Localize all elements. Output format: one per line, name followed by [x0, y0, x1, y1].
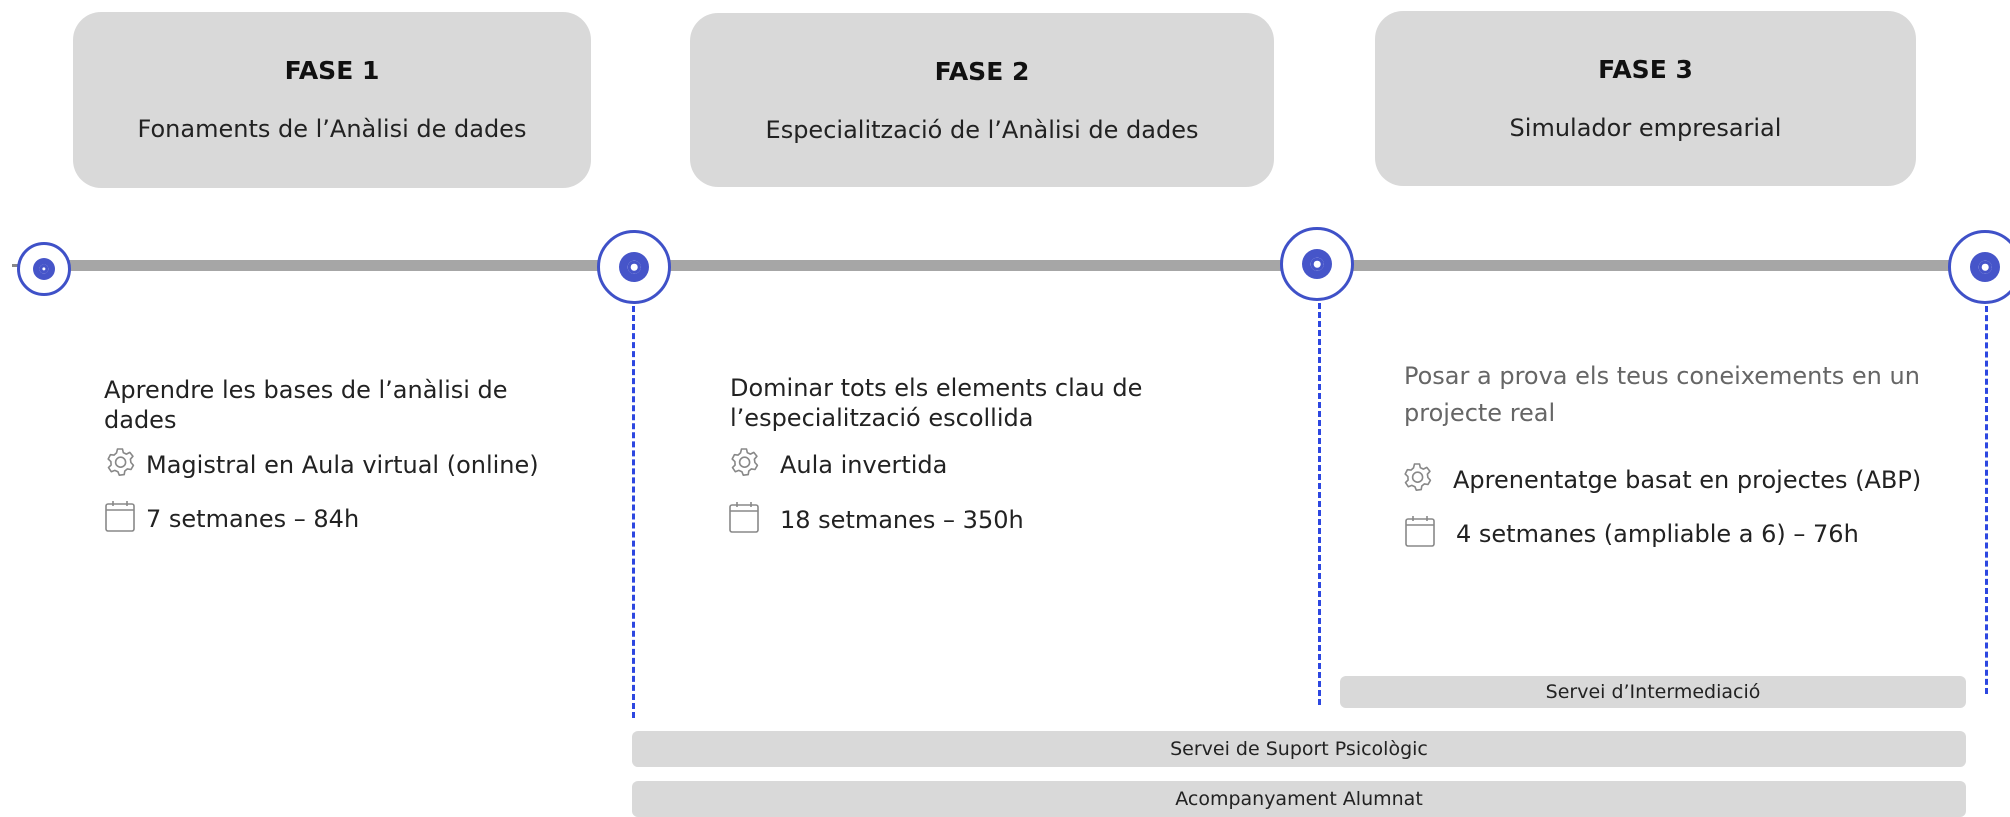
- phase-1-title: FASE 1: [284, 56, 380, 85]
- calendar-icon: [1404, 514, 1436, 554]
- phase-2-method: Aula invertida: [728, 446, 947, 484]
- calendar-icon: [104, 499, 136, 539]
- phase-card-1: FASE 1 Fonaments de l’Anàlisi de dades: [73, 12, 591, 188]
- phase-3-method-label: Aprenentatge basat en projectes (ABP): [1453, 466, 1922, 494]
- phase-2-duration-label: 18 setmanes – 350h: [780, 506, 1024, 534]
- phase-1-description: Aprendre les bases de l’anàlisi de dades: [104, 376, 508, 434]
- phase-3-duration-label: 4 setmanes (ampliable a 6) – 76h: [1456, 520, 1859, 548]
- phase-card-2: FASE 2 Especialització de l’Anàlisi de d…: [690, 13, 1274, 187]
- phase-3-subtitle: Simulador empresarial: [1509, 114, 1782, 142]
- phase-2-description: Dominar tots els elements clau de l’espe…: [730, 374, 1143, 432]
- phase-3-title: FASE 3: [1598, 55, 1693, 84]
- milestone-1-target-icon: [17, 242, 71, 296]
- gear-icon: [1401, 461, 1433, 499]
- phase-1-subtitle: Fonaments de l’Anàlisi de dades: [137, 115, 527, 143]
- phase-2-method-label: Aula invertida: [780, 451, 948, 479]
- phase-2-subtitle: Especialització de l’Anàlisi de dades: [765, 116, 1199, 144]
- calendar-icon: [728, 500, 760, 540]
- service-student-support: Acompanyament Alumnat: [632, 781, 1966, 817]
- phase-1-duration: 7 setmanes – 84h: [104, 499, 359, 539]
- service-psychological-support: Servei de Suport Psicològic: [632, 731, 1966, 767]
- phase-card-3: FASE 3 Simulador empresarial: [1375, 11, 1916, 186]
- gear-icon: [728, 446, 760, 484]
- phase-1-duration-label: 7 setmanes – 84h: [146, 505, 360, 533]
- milestone-3-target-icon: [1280, 227, 1354, 301]
- phase-divider-3: [1318, 303, 1321, 705]
- phase-1-method: Magistral en Aula virtual (online): [104, 446, 539, 484]
- phase-2-title: FASE 2: [934, 57, 1030, 86]
- phase-divider-2: [632, 306, 635, 718]
- phase-3-duration: 4 setmanes (ampliable a 6) – 76h: [1404, 514, 1859, 554]
- milestone-4-target-icon: [1948, 230, 2010, 304]
- phase-3-description: Posar a prova els teus coneixements en u…: [1404, 362, 1920, 427]
- milestone-2-target-icon: [597, 230, 671, 304]
- phase-1-method-label: Magistral en Aula virtual (online): [146, 451, 539, 479]
- service-intermediation: Servei d’Intermediació: [1340, 676, 1966, 708]
- timeline-bar: [38, 260, 1998, 271]
- phase-divider-4: [1985, 306, 1988, 694]
- phase-2-duration: 18 setmanes – 350h: [728, 500, 1024, 540]
- gear-icon: [104, 446, 136, 484]
- phase-3-method: Aprenentatge basat en projectes (ABP): [1401, 461, 1921, 499]
